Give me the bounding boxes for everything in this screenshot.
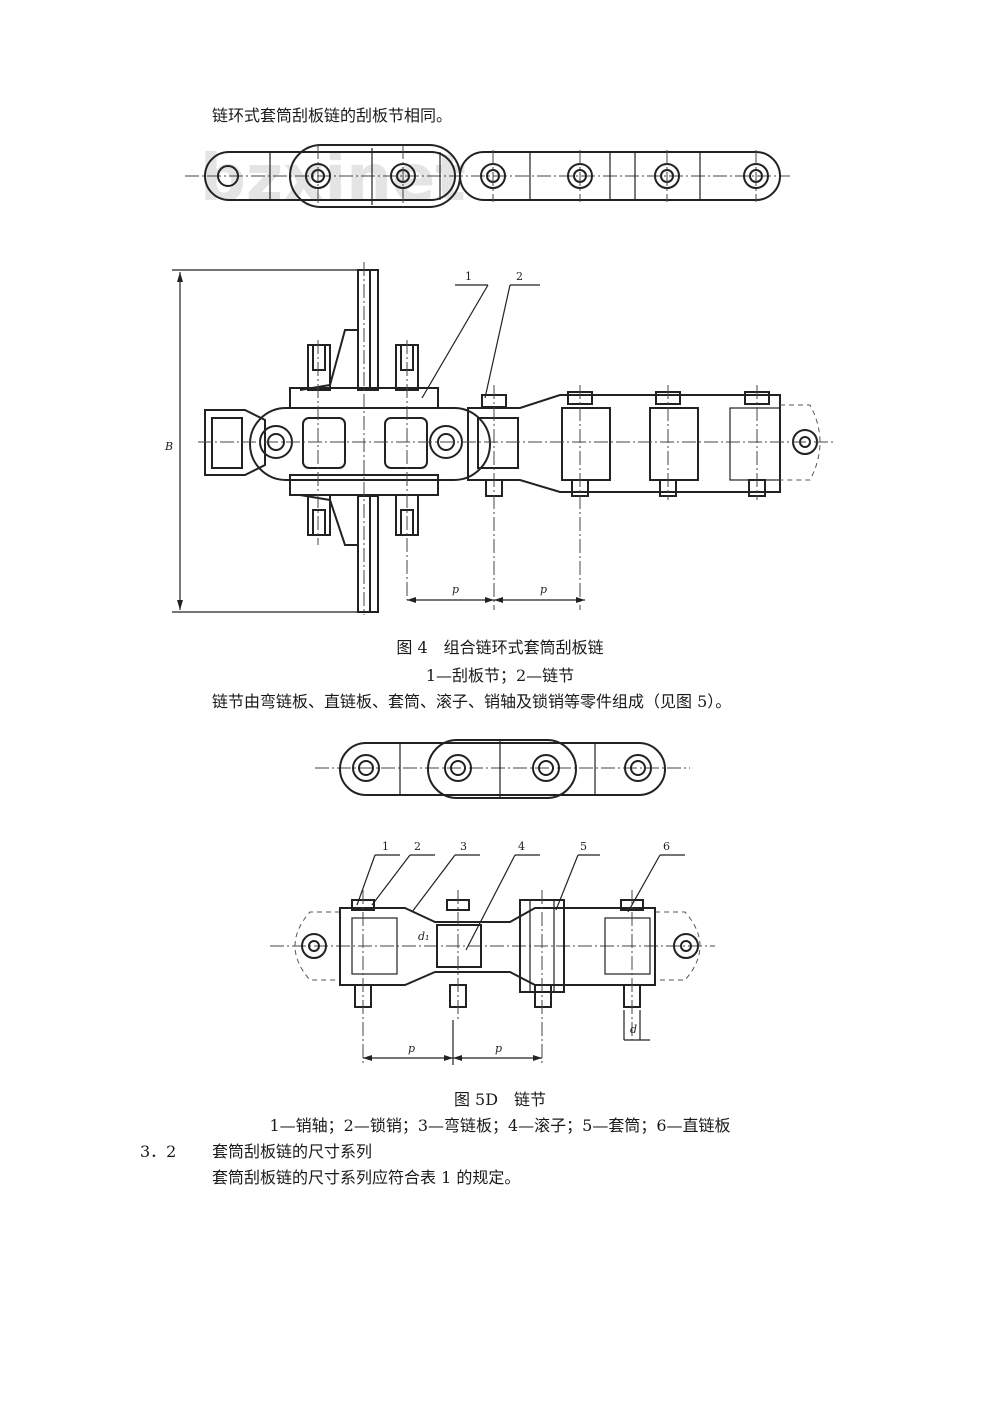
section-body: 套筒刮板链的尺寸系列应符合表 1 的规定。	[212, 1168, 521, 1187]
scraper-chain-top-view: bzxinet	[185, 142, 790, 216]
fig5-label-1: 1	[382, 840, 389, 853]
fig5-label-3: 3	[460, 840, 467, 853]
fig5-label-2: 2	[414, 840, 421, 853]
link-paragraph: 链节由弯链板、直链板、套筒、滚子、销轴及锁销等零件组成（见图 5）。	[212, 692, 732, 711]
section-title: 套筒刮板链的尺寸系列	[212, 1142, 373, 1161]
fig5-label-d1: d₁	[418, 930, 429, 943]
fig5-pitch-label-2: p	[495, 1042, 502, 1055]
figure-4-legend: 1—刮板节；2—链节	[425, 666, 575, 685]
fig4-pitch-label-1: p	[452, 583, 459, 596]
section-number: 3．2	[140, 1142, 177, 1161]
figure-5-legend: 1—销轴；2—锁销；3—弯链板；4—滚子；5—套筒；6—直链板	[269, 1116, 731, 1135]
fig4-pitch-label-2: p	[540, 583, 547, 596]
fig5-label-6: 6	[663, 840, 670, 853]
figure-5-top-view	[315, 739, 690, 799]
figure-5-drawing: p p d d₁ 1 2 3 4 5 6	[270, 840, 715, 1065]
intro-paragraph: 链环式套筒刮板链的刮板节相同。	[212, 106, 453, 125]
fig4-label-2: 2	[516, 270, 523, 283]
fig5-label-d: d	[630, 1023, 637, 1036]
figure-5-caption: 图 5D 链节	[453, 1090, 547, 1109]
fig5-pitch-label-1: p	[408, 1042, 415, 1055]
dimension-B-label: B	[164, 440, 173, 453]
fig4-label-1: 1	[465, 270, 472, 283]
fig5-label-4: 4	[518, 840, 525, 853]
fig5-label-5: 5	[580, 840, 587, 853]
figure-4-caption: 图 4 组合链环式套筒刮板链	[396, 638, 604, 657]
watermark-text: bzxinet	[200, 142, 466, 216]
figure-4-drawing: B	[164, 262, 835, 615]
